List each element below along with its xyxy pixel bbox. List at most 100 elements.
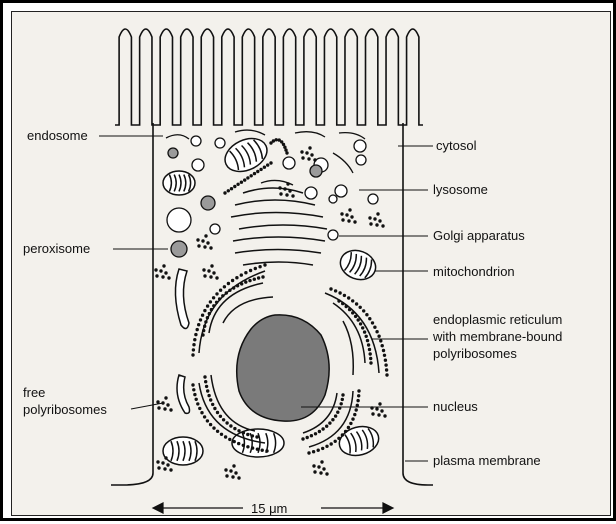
ribosome — [329, 287, 332, 290]
ribosome — [369, 352, 372, 355]
free-ribosome — [215, 276, 218, 279]
ribosome — [258, 265, 261, 268]
ribosome — [228, 438, 231, 441]
ribosome — [344, 430, 347, 433]
ribosome — [369, 357, 372, 360]
ribosome — [341, 393, 344, 396]
free-ribosome — [231, 475, 234, 478]
ribosome — [196, 328, 199, 331]
ribosome — [219, 289, 222, 292]
label-golgi-apparatus: Golgi apparatus — [433, 227, 525, 244]
ribosome — [249, 269, 252, 272]
ribosome — [215, 292, 218, 295]
vesicle — [356, 155, 366, 165]
dense-vesicle — [310, 165, 322, 177]
ribosome — [215, 301, 218, 304]
ribosome — [259, 168, 262, 171]
free-ribosome — [229, 469, 232, 472]
free-ribosome — [164, 271, 167, 274]
vesicles — [166, 130, 378, 257]
ribosome — [359, 322, 362, 325]
ribosome — [207, 394, 210, 397]
ribosome — [385, 368, 388, 371]
free-ribosome — [383, 414, 386, 417]
ribosome — [321, 427, 324, 430]
free-ribosome — [322, 467, 325, 470]
ribosome — [383, 354, 386, 357]
ribosome — [331, 418, 334, 421]
vesicle — [192, 159, 204, 171]
free-ribosome — [378, 219, 381, 222]
ribosome — [321, 447, 324, 450]
free-ribosome — [234, 471, 237, 474]
free-ribosome — [206, 241, 209, 244]
free-ribosome — [212, 271, 215, 274]
ribosome — [235, 276, 238, 279]
microvilli — [115, 29, 423, 125]
ribosome — [349, 422, 352, 425]
ribosome — [355, 408, 358, 411]
ribosome — [381, 344, 384, 347]
ribosome — [334, 289, 337, 292]
label-cytosol: cytosol — [436, 137, 476, 154]
ribosome — [266, 163, 269, 166]
er-cisterna — [325, 293, 379, 373]
ribosome — [223, 285, 226, 288]
ribosome — [197, 323, 200, 326]
ribosome — [269, 161, 272, 164]
ribosome — [361, 326, 364, 329]
free-ribosome — [313, 470, 316, 473]
label-endosome: endosome — [27, 127, 88, 144]
free-ribosome — [210, 264, 213, 267]
ribosome — [232, 286, 235, 289]
ribosome — [337, 299, 340, 302]
ribosome — [218, 297, 221, 300]
er-cisterna — [343, 321, 353, 375]
free-ribosome — [203, 274, 206, 277]
ribosome — [224, 435, 227, 438]
ribosome — [373, 326, 376, 329]
free-ribosome — [224, 468, 227, 471]
ribosome — [341, 433, 344, 436]
membrane-sac — [166, 135, 189, 139]
vesicle — [215, 138, 225, 148]
ribosome — [230, 187, 233, 190]
free-ribosome — [285, 193, 288, 196]
ribosome — [357, 394, 360, 397]
ribosome — [227, 282, 230, 285]
ribosome — [193, 338, 196, 341]
vesicle — [368, 194, 378, 204]
ribosome — [261, 449, 264, 452]
vesicle — [329, 195, 337, 203]
ribosome — [196, 402, 199, 405]
ribosome — [213, 407, 216, 410]
free-ribosome — [305, 151, 308, 154]
ribosome — [212, 296, 215, 299]
ribosome — [261, 275, 264, 278]
ribosome — [206, 389, 209, 392]
ribosome — [325, 445, 328, 448]
ribosome — [203, 325, 206, 328]
ribosome — [204, 320, 207, 323]
ribosome — [244, 280, 247, 283]
free-ribosome — [308, 146, 311, 149]
mitochondrion — [163, 437, 203, 465]
ribosome — [233, 185, 236, 188]
free-ribosome — [204, 234, 207, 237]
free-ribosome — [196, 238, 199, 241]
ribosome — [341, 398, 344, 401]
free-ribosome — [378, 402, 381, 405]
ribosome — [377, 335, 380, 338]
label-plasma-membrane: plasma membrane — [433, 452, 541, 469]
ribosome — [204, 380, 207, 383]
ribosome — [328, 421, 331, 424]
ribosome — [194, 333, 197, 336]
ribosome — [263, 263, 266, 266]
mitochondrion-outer — [220, 132, 273, 178]
ribosome — [228, 289, 231, 292]
ribosome — [240, 282, 243, 285]
ribosome — [379, 339, 382, 342]
ribosome — [212, 304, 215, 307]
ribosome — [201, 314, 204, 317]
free-ribosome — [169, 468, 172, 471]
